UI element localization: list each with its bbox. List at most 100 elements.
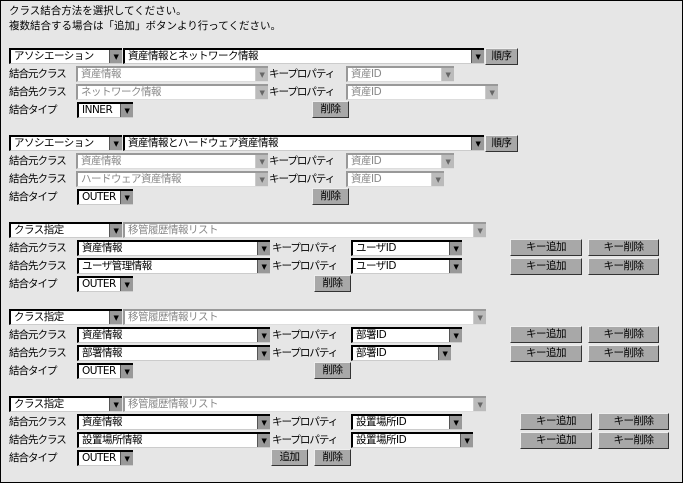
target-key-add-button[interactable]: キー追加 [510,345,582,362]
dropdown-arrow-icon[interactable]: ▼ [441,155,454,168]
order-button[interactable]: 順序 [485,48,518,65]
delete-button[interactable]: 削除 [312,101,349,118]
target-class-select[interactable]: ネットワーク情報▼ [76,84,268,100]
join-mode-select[interactable]: クラス指定▼ [9,309,122,325]
source-key-add-button[interactable]: キー追加 [520,413,592,430]
join-mode-select[interactable]: アソシエーション ▼ [9,135,122,151]
join-type-label: 結合タイプ [9,104,57,116]
join-type-select[interactable]: OUTER▼ [77,189,133,205]
delete-button[interactable]: 削除 [312,188,349,205]
join-type-select[interactable]: OUTER▼ [77,276,133,292]
join-type-select[interactable]: OUTER▼ [77,450,133,466]
target-key-delete-button[interactable]: キー削除 [588,345,659,362]
dropdown-arrow-icon[interactable]: ▼ [255,173,268,186]
dropdown-arrow-icon[interactable]: ▼ [460,434,473,447]
dropdown-arrow-icon[interactable]: ▼ [449,260,462,273]
target-key-add-button[interactable]: キー追加 [510,258,582,275]
target-key-delete-button[interactable]: キー削除 [588,258,659,275]
association-select[interactable]: 移管履歴情報リスト▼ [123,222,486,238]
target-key-select[interactable]: ユーザID ▼ [351,258,462,274]
source-key-delete-button[interactable]: キー削除 [588,326,659,343]
dropdown-arrow-icon[interactable]: ▼ [471,50,484,63]
source-key-delete-button[interactable]: キー削除 [588,239,659,256]
target-key-delete-button[interactable]: キー削除 [598,432,669,449]
delete-button[interactable]: 削除 [314,275,351,292]
dropdown-arrow-icon[interactable]: ▼ [471,137,484,150]
target-class-select[interactable]: 部署情報 ▼ [77,345,270,361]
add-button[interactable]: 追加 [271,449,308,466]
join-mode-select[interactable]: クラス指定▼ [9,396,122,412]
target-class-select-value: 部署情報 [82,347,123,359]
association-select[interactable]: 資産情報とハードウェア資産情報▼ [123,135,484,151]
dropdown-arrow-icon[interactable]: ▼ [473,224,486,237]
association-select[interactable]: 資産情報とネットワーク情報▼ [123,48,484,64]
source-class-select[interactable]: 資産情報▼ [76,66,268,82]
join-mode-select[interactable]: アソシエーション▼ [9,48,122,64]
target-key-select[interactable]: 資産ID▼ [346,84,498,100]
join-mode-select[interactable]: クラス指定▼ [9,222,122,238]
join-type-select[interactable]: OUTER▼ [77,363,133,379]
dropdown-arrow-icon[interactable]: ▼ [441,68,454,81]
source-key-delete-button[interactable]: キー削除 [598,413,669,430]
source-class-select[interactable]: 資産情報 ▼ [77,240,270,256]
join-type-select[interactable]: INNER▼ [77,102,133,118]
dropdown-arrow-icon[interactable]: ▼ [431,173,444,186]
dropdown-arrow-icon[interactable]: ▼ [257,260,270,273]
source-class-select-value: 資産情報 [82,242,123,254]
delete-button[interactable]: 削除 [314,449,351,466]
dropdown-arrow-icon[interactable]: ▼ [120,191,133,204]
dropdown-arrow-icon[interactable]: ▼ [255,86,268,99]
dropdown-arrow-icon[interactable]: ▼ [257,329,270,342]
target-key-select[interactable]: 部署ID▼ [351,345,451,361]
dropdown-arrow-icon[interactable]: ▼ [473,398,486,411]
source-key-select[interactable]: 設置場所ID▼ [351,414,462,430]
dropdown-arrow-icon[interactable]: ▼ [120,104,133,117]
source-class-select[interactable]: 資産情報▼ [77,327,270,343]
dropdown-arrow-icon[interactable]: ▼ [257,434,270,447]
source-key-select[interactable]: 資産ID▼ [346,153,454,169]
association-select[interactable]: 移管履歴情報リスト▼ [123,396,486,412]
dropdown-arrow-icon[interactable]: ▼ [255,155,268,168]
dropdown-arrow-icon[interactable]: ▼ [120,365,133,378]
target-class-select[interactable]: 設置場所情報▼ [77,432,270,448]
source-key-select[interactable]: 資産ID▼ [346,66,454,82]
join-type-label: 結合タイプ [9,365,57,377]
instruction-line-1: クラス結合方法を選択してください。 [9,5,187,17]
target-key-select[interactable]: 資産ID▼ [346,171,444,187]
dropdown-arrow-icon[interactable]: ▼ [109,311,122,324]
dropdown-arrow-icon[interactable]: ▼ [109,50,122,63]
target-class-select[interactable]: ユーザ管理情報▼ [77,258,270,274]
dropdown-arrow-icon[interactable]: ▼ [257,416,270,429]
source-class-select[interactable]: 資産情報▼ [76,153,268,169]
dropdown-arrow-icon[interactable]: ▼ [449,416,462,429]
target-class-select-value: ハードウェア資産情報 [81,173,182,185]
dropdown-arrow-icon[interactable]: ▼ [109,398,122,411]
target-key-select-value: ユーザID [356,260,396,272]
dropdown-arrow-icon[interactable]: ▼ [109,224,122,237]
dropdown-arrow-icon[interactable]: ▼ [438,347,451,360]
source-class-select[interactable]: 資産情報▼ [77,414,270,430]
target-key-add-button[interactable]: キー追加 [520,432,592,449]
dropdown-arrow-icon[interactable]: ▼ [449,242,462,255]
dropdown-arrow-icon[interactable]: ▼ [120,452,133,465]
association-select[interactable]: 移管履歴情報リスト▼ [123,309,486,325]
target-class-select[interactable]: ハードウェア資産情報 ▼ [76,171,268,187]
dropdown-arrow-icon[interactable]: ▼ [485,86,498,99]
dropdown-arrow-icon[interactable]: ▼ [257,242,270,255]
source-key-select[interactable]: ユーザID▼ [351,240,462,256]
dropdown-arrow-icon[interactable]: ▼ [257,347,270,360]
source-key-select[interactable]: 部署ID▼ [351,327,462,343]
target-key-select[interactable]: 設置場所ID▼ [351,432,473,448]
delete-button[interactable]: 削除 [314,362,351,379]
source-key-add-button[interactable]: キー追加 [510,239,582,256]
dropdown-arrow-icon[interactable]: ▼ [449,329,462,342]
source-class-label: 結合元クラス [9,242,67,254]
dropdown-arrow-icon[interactable]: ▼ [255,68,268,81]
dropdown-arrow-icon[interactable]: ▼ [473,311,486,324]
join-mode-select-value: アソシエーション [14,137,94,149]
dropdown-arrow-icon[interactable]: ▼ [109,137,122,150]
source-key-add-button[interactable]: キー追加 [510,326,582,343]
dropdown-arrow-icon[interactable]: ▼ [120,278,133,291]
order-button[interactable]: 順序 [485,135,518,152]
